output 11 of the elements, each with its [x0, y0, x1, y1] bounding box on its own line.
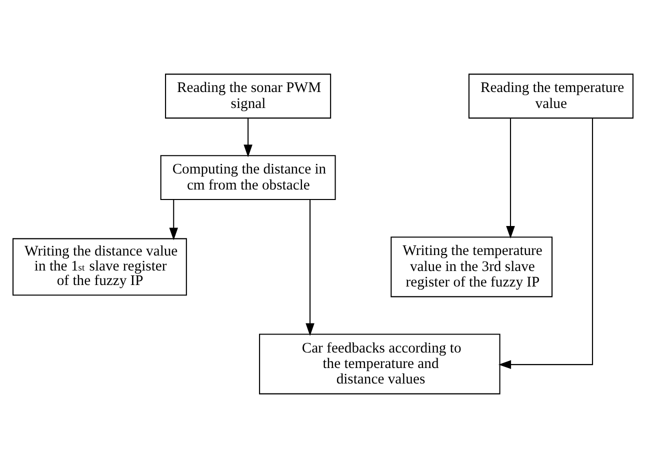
- node-box: Reading the sonar PWM signal: [165, 74, 332, 119]
- node-box: Reading the temperature value: [468, 74, 634, 119]
- node-box: Computing the distance in cm from the obstacle: [160, 155, 336, 200]
- node-box: Writing the distance value in the 1st slave register of the fuzzy IP: [12, 238, 187, 296]
- node-box: Writing the temperature value in the 3rd slave register of the fuzzy IP: [390, 236, 553, 298]
- node-box: Car feedbacks according to the temperature and distance values: [259, 334, 500, 394]
- arrow: [498, 118, 594, 369]
- arrow: [506, 118, 515, 239]
- arrow: [244, 118, 252, 158]
- arrow: [169, 200, 178, 240]
- arrow: [306, 200, 314, 336]
